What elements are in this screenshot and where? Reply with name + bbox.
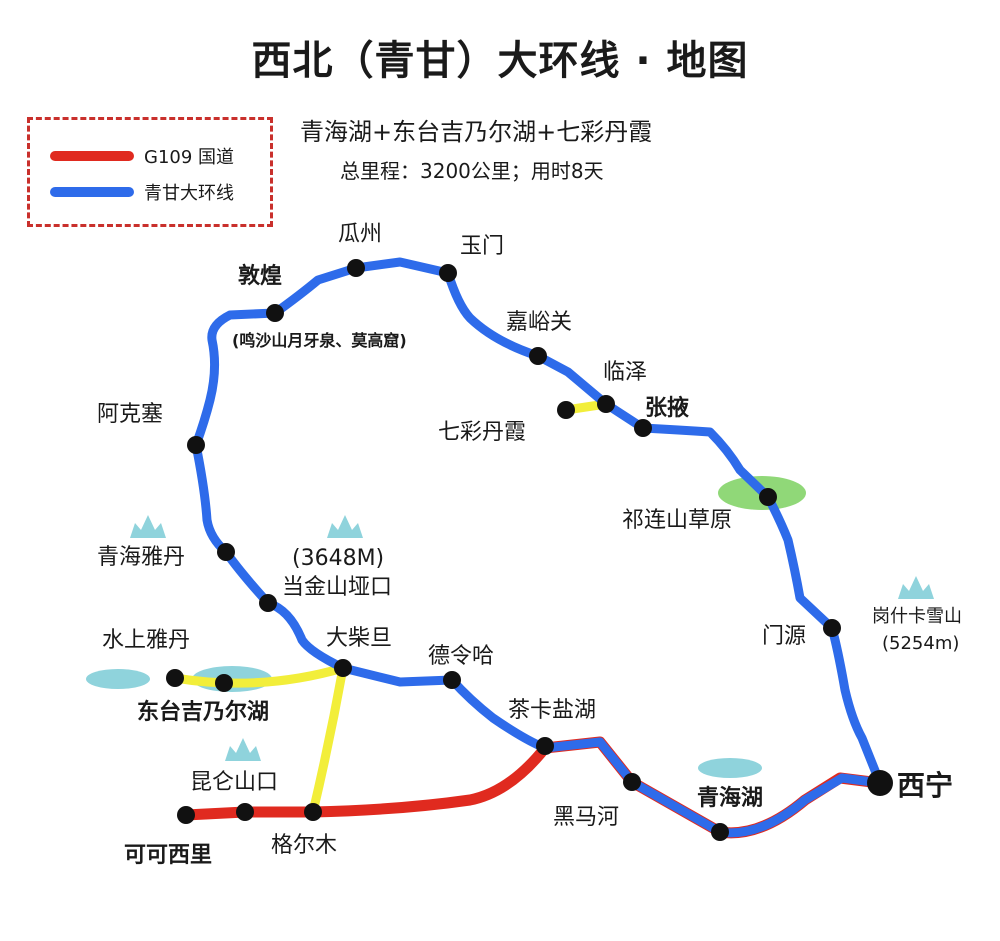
legend-swatch-blue <box>50 187 134 197</box>
stop-dot-menyuan <box>823 619 841 637</box>
stop-dot-dunhuang <box>266 304 284 322</box>
label-guazhou: 瓜州 <box>338 222 383 247</box>
stop-dot-zhangye <box>634 419 652 437</box>
label-kunlun: 昆仑山口 <box>190 770 279 795</box>
label-menyuan: 门源 <box>762 624 807 649</box>
label-gangshika: 岗什卡雪山 <box>872 606 962 627</box>
stop-dot-akesai <box>187 436 205 454</box>
lake-shuishang <box>86 669 150 689</box>
label-dunhuang-note: (鸣沙山月牙泉、莫高窟) <box>232 331 407 350</box>
stop-dot-dangjin <box>259 594 277 612</box>
label-dachaidan: 大柴旦 <box>326 626 393 651</box>
mountain-icon <box>898 576 934 599</box>
label-shuishang: 水上雅丹 <box>102 628 191 653</box>
mountain-icon <box>225 738 261 761</box>
label-qicai: 七彩丹霞 <box>438 420 527 445</box>
label-delingha: 德令哈 <box>428 644 495 669</box>
label-dataiji: 东台吉乃尔湖 <box>137 700 270 725</box>
stop-dot-dataiji <box>215 674 233 692</box>
label-akesai: 阿克塞 <box>97 402 164 427</box>
label-heimahe: 黑马河 <box>553 805 620 830</box>
trip-summary: 总里程：3200公里；用时8天 <box>340 159 604 183</box>
page-title: 西北（青甘）大环线 · 地图 <box>251 38 749 84</box>
label-jiayuguan: 嘉峪关 <box>506 310 573 335</box>
lake-qinghaihu <box>698 758 762 778</box>
stop-dot-heimahe <box>623 773 641 791</box>
legend-label: 青甘大环线 <box>144 183 234 204</box>
label-dunhuang: 敦煌 <box>238 264 283 289</box>
legend-swatch-red <box>50 151 134 161</box>
stop-dot-delingha <box>443 671 461 689</box>
mountain-icon <box>327 515 363 538</box>
label-qilian: 祁连山草原 <box>622 508 733 533</box>
label-hoh-xil: 可可西里 <box>124 843 213 868</box>
label-xining: 西宁 <box>897 769 954 802</box>
legend-label: G109 国道 <box>144 147 235 168</box>
label-zhangye: 张掖 <box>645 396 690 421</box>
stop-dot-xining <box>867 770 893 796</box>
stop-dot-chaka <box>536 737 554 755</box>
legend-item-g109: G109 国道 <box>50 144 234 168</box>
stop-dot-jiayuguan <box>529 347 547 365</box>
stop-dot-shuishang <box>166 669 184 687</box>
stop-dot-dachaidan <box>334 659 352 677</box>
label-qinghaihu: 青海湖 <box>697 786 764 811</box>
label-dangjin: 当金山垭口 <box>282 575 393 600</box>
label-golmud: 格尔木 <box>271 833 338 858</box>
stop-dot-qinghai-yadan <box>217 543 235 561</box>
label-chaka: 茶卡盐湖 <box>508 698 597 723</box>
label-yumen: 玉门 <box>460 234 505 259</box>
label-qinghai-yadan: 青海雅丹 <box>97 545 186 570</box>
stop-dot-qilian <box>759 488 777 506</box>
stop-dot-qinghaihu <box>711 823 729 841</box>
stop-dot-guazhou <box>347 259 365 277</box>
route-yellow-golmud <box>308 663 348 817</box>
legend-box: G109 国道 青甘大环线 <box>27 117 273 227</box>
label-gangshika-alt: (5254m) <box>882 633 960 654</box>
stop-dot-kunlun <box>236 803 254 821</box>
stop-dot-qicai <box>557 401 575 419</box>
label-dangjin-alt: (3648M) <box>292 546 385 571</box>
stop-dot-yumen <box>439 264 457 282</box>
page-subtitle: 青海湖+东台吉乃尔湖+七彩丹霞 <box>300 118 653 146</box>
legend-item-loop: 青甘大环线 <box>50 180 234 204</box>
mountain-icon <box>130 515 166 538</box>
stop-dot-golmud <box>304 803 322 821</box>
route-yellow-dataiji <box>170 663 348 688</box>
label-linze: 临泽 <box>603 360 648 385</box>
stop-dot-linze <box>597 395 615 413</box>
stop-dot-hoh-xil <box>177 806 195 824</box>
